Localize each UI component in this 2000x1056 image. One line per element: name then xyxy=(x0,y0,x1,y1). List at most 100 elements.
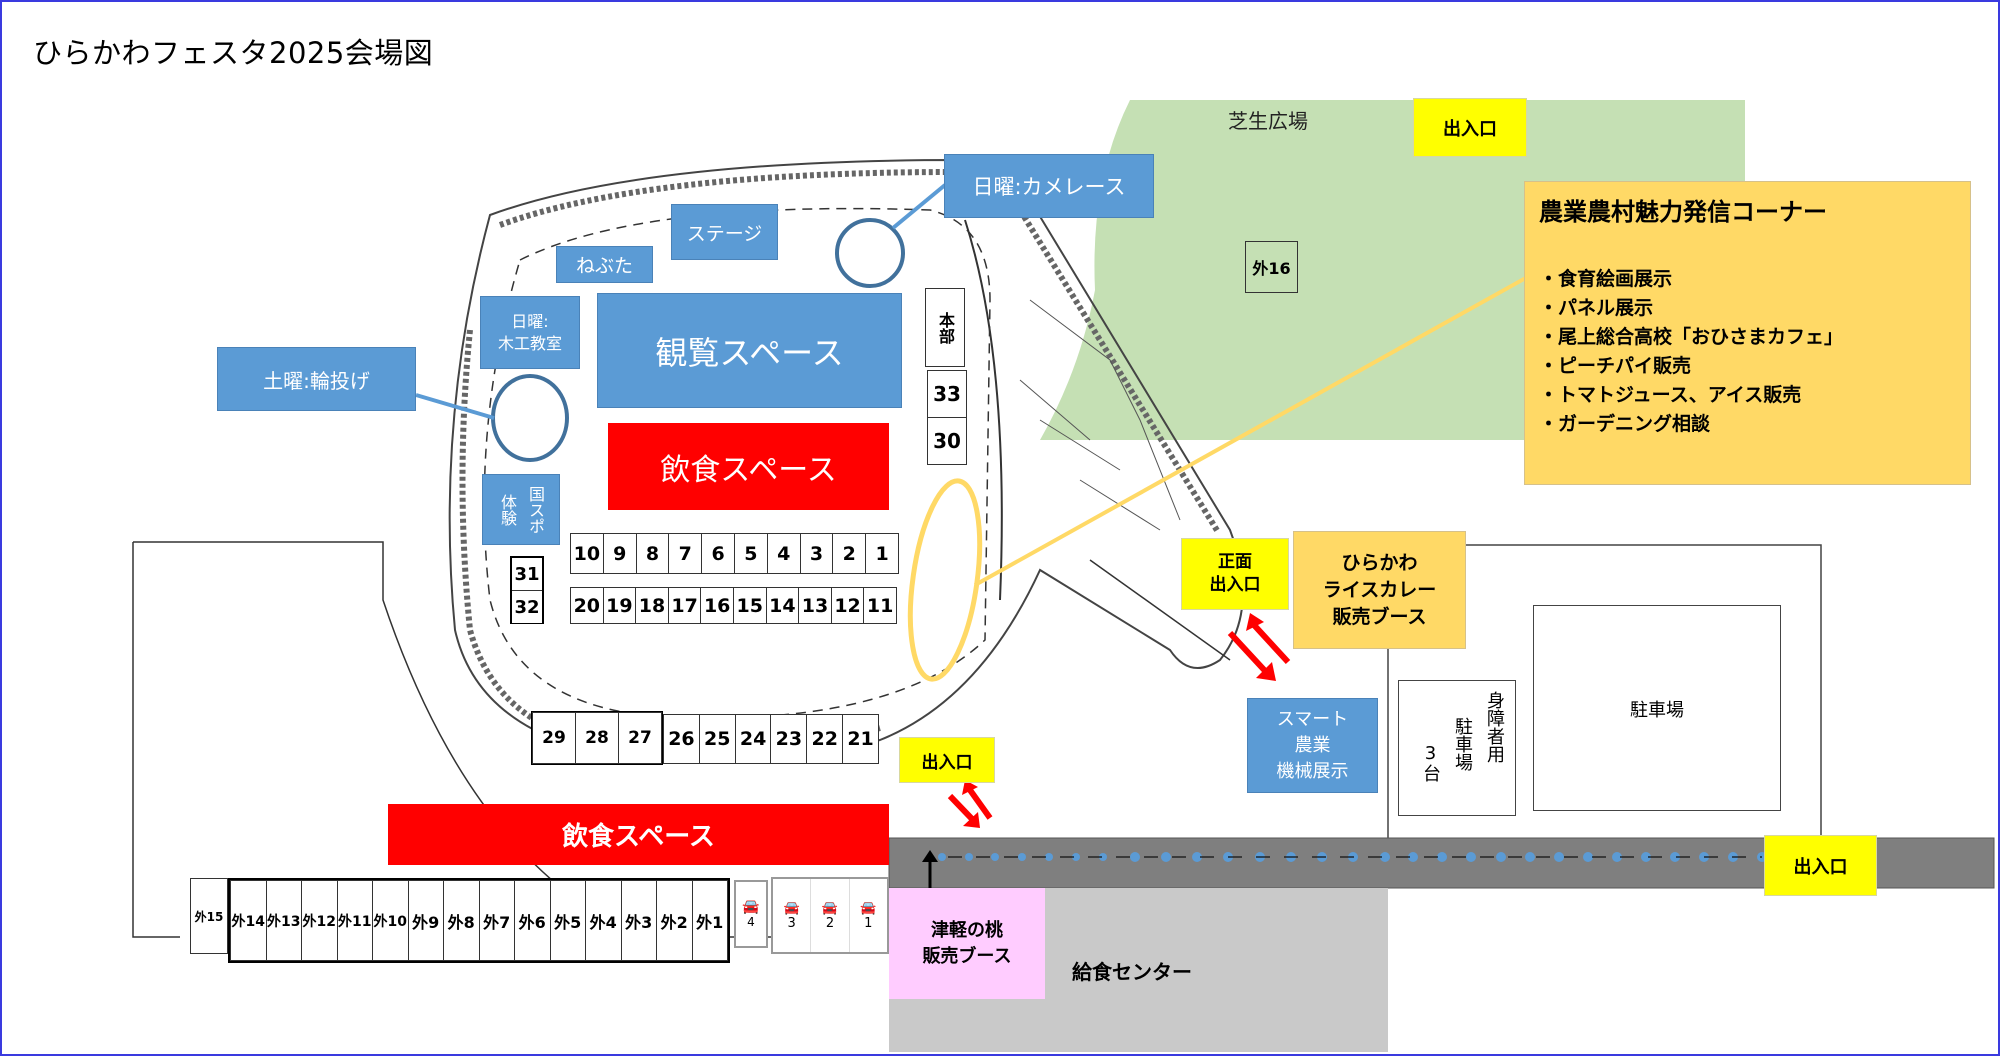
disabled-parking-line: 身障者用 xyxy=(1484,691,1505,763)
stall[interactable]: 2 xyxy=(832,533,866,574)
stall[interactable]: 4 xyxy=(766,533,800,574)
stall[interactable]: 7 xyxy=(668,533,702,574)
car-slot[interactable]: 🚘1 xyxy=(849,879,887,952)
stall[interactable]: 外11 xyxy=(336,880,372,961)
entrance-lower[interactable]: 出入口 xyxy=(899,737,995,783)
stall[interactable]: 27 xyxy=(618,712,662,764)
stall[interactable]: 25 xyxy=(698,714,735,764)
food-space-outer[interactable]: 飲食スペース xyxy=(388,804,889,865)
stall[interactable]: 23 xyxy=(770,714,807,764)
stall[interactable]: 26 xyxy=(663,714,699,764)
stall[interactable]: 28 xyxy=(575,712,618,764)
camera-race-label[interactable]: 日曜:カメレース xyxy=(944,154,1154,218)
smart-agri-exhibit[interactable]: スマート 農業 機械展示 xyxy=(1247,698,1378,793)
stall-32[interactable]: 32 xyxy=(512,591,542,623)
stall[interactable]: 14 xyxy=(765,587,799,624)
entrance-top[interactable]: 出入口 xyxy=(1413,98,1527,157)
rice-curry-line: ひらかわ xyxy=(1341,551,1418,574)
rice-curry-booth[interactable]: ひらかわ ライスカレー 販売ブース xyxy=(1293,531,1466,649)
stall[interactable]: 22 xyxy=(806,714,843,764)
stall[interactable]: 5 xyxy=(733,533,767,574)
stall-outdoor-15[interactable]: 外15 xyxy=(190,878,228,954)
food-space-inner[interactable]: 飲食スペース xyxy=(608,423,889,510)
stall[interactable]: 外8 xyxy=(443,880,479,961)
stall[interactable]: 6 xyxy=(701,533,734,574)
ring-toss-label[interactable]: 土曜:輪投げ xyxy=(217,347,416,411)
agri-corner-panel: 農業農村魅力発信コーナー ・食育絵画展示 ・パネル展示 ・尾上総合高校「おひさま… xyxy=(1524,181,1971,485)
lunch-center-label: 給食センター xyxy=(1072,960,1192,984)
car-icon: 🚘 xyxy=(783,900,800,916)
stall[interactable]: 10 xyxy=(570,533,603,574)
outdoor-stall-row: 外14 外13 外12 外11 外10 外9 外8 外7 外6 外5 外4 外3… xyxy=(228,878,730,963)
car-icon: 🚘 xyxy=(860,900,877,916)
car-icon: 🚘 xyxy=(742,899,760,915)
smart-agri-line: 機械展示 xyxy=(1276,760,1349,782)
headquarters[interactable]: 本部 xyxy=(925,288,965,367)
agri-corner-heading: 農業農村魅力発信コーナー xyxy=(1539,198,1827,226)
disabled-parking[interactable]: 身障者用 駐車場 3台 xyxy=(1398,680,1516,816)
stall[interactable]: 13 xyxy=(798,587,831,624)
stall-row-2: 20 19 18 17 16 15 14 13 12 11 xyxy=(570,587,897,624)
car-slot-number: 3 xyxy=(787,915,796,931)
stall[interactable]: 外3 xyxy=(620,880,656,961)
stall[interactable]: 外9 xyxy=(407,880,443,961)
agri-item: ・パネル展示 xyxy=(1539,297,1654,319)
side-stalls-left: 31 32 xyxy=(510,556,544,624)
stall[interactable]: 外13 xyxy=(265,880,301,961)
car-slot[interactable]: 🚘3 xyxy=(773,879,812,952)
stall[interactable]: 外10 xyxy=(372,880,408,961)
stall[interactable]: 18 xyxy=(635,587,668,624)
stall[interactable]: 外2 xyxy=(656,880,692,961)
stage-label[interactable]: ステージ xyxy=(671,204,778,260)
stall[interactable]: 8 xyxy=(635,533,669,574)
stall-outdoor-16[interactable]: 外16 xyxy=(1245,241,1298,293)
stall-31[interactable]: 31 xyxy=(512,558,542,591)
stall[interactable]: 外14 xyxy=(230,880,266,961)
stall[interactable]: 17 xyxy=(667,587,701,624)
stall[interactable]: 外7 xyxy=(478,880,514,961)
stall[interactable]: 外12 xyxy=(301,880,337,961)
stall[interactable]: 20 xyxy=(570,587,603,624)
stall[interactable]: 外6 xyxy=(514,880,550,961)
stall[interactable]: 24 xyxy=(734,714,771,764)
woodwork-label[interactable]: 日曜: 木工教室 xyxy=(480,296,580,369)
stall[interactable]: 15 xyxy=(732,587,766,624)
stall-30[interactable]: 30 xyxy=(927,418,967,465)
stall[interactable]: 外4 xyxy=(585,880,621,961)
agri-item: ・尾上総合高校「おひさまカフェ」 xyxy=(1539,326,1844,348)
kokuspo-label[interactable]: 国スポ 体験 xyxy=(482,474,560,545)
road-markers xyxy=(938,852,1767,862)
rice-curry-line: 販売ブース xyxy=(1332,605,1427,628)
agri-corner-list: ・食育絵画展示 ・パネル展示 ・尾上総合高校「おひさまカフェ」 ・ピーチパイ販売… xyxy=(1539,265,1956,439)
stall[interactable]: 1 xyxy=(865,533,899,574)
car-slot-number: 4 xyxy=(747,915,755,929)
car-slot-4[interactable]: 🚘 4 xyxy=(734,880,768,948)
stall[interactable]: 外1 xyxy=(691,880,728,961)
side-stalls-right: 33 30 xyxy=(927,370,967,465)
stall[interactable]: 16 xyxy=(700,587,733,624)
stall[interactable]: 21 xyxy=(842,714,879,764)
stall-row-3a: 29 28 27 xyxy=(531,711,663,765)
nebuta-label[interactable]: ねぶた xyxy=(556,246,653,283)
agri-item: ・ピーチパイ販売 xyxy=(1539,355,1692,377)
front-entrance-line: 正面 xyxy=(1218,552,1252,572)
peach-booth[interactable]: 津軽の桃 販売ブース xyxy=(889,888,1045,999)
stall[interactable]: 29 xyxy=(532,712,575,764)
stall[interactable]: 3 xyxy=(799,533,833,574)
stall[interactable]: 11 xyxy=(863,587,897,624)
car-slot-number: 1 xyxy=(864,915,873,931)
car-slot[interactable]: 🚘2 xyxy=(811,879,850,952)
parking-label: 駐車場 xyxy=(1630,700,1684,721)
stall-33[interactable]: 33 xyxy=(927,370,967,418)
peach-booth-line: 津軽の桃 xyxy=(931,919,1003,941)
front-entrance-line: 出入口 xyxy=(1209,575,1261,595)
stall[interactable]: 9 xyxy=(602,533,636,574)
stall[interactable]: 19 xyxy=(602,587,636,624)
front-entrance[interactable]: 正面 出入口 xyxy=(1181,538,1289,610)
parking-lot[interactable]: 駐車場 xyxy=(1533,605,1781,811)
agri-item: ・食育絵画展示 xyxy=(1539,268,1673,290)
stall[interactable]: 外5 xyxy=(549,880,585,961)
entrance-right[interactable]: 出入口 xyxy=(1764,835,1877,896)
viewing-space[interactable]: 観覧スペース xyxy=(597,293,902,408)
stall[interactable]: 12 xyxy=(830,587,864,624)
